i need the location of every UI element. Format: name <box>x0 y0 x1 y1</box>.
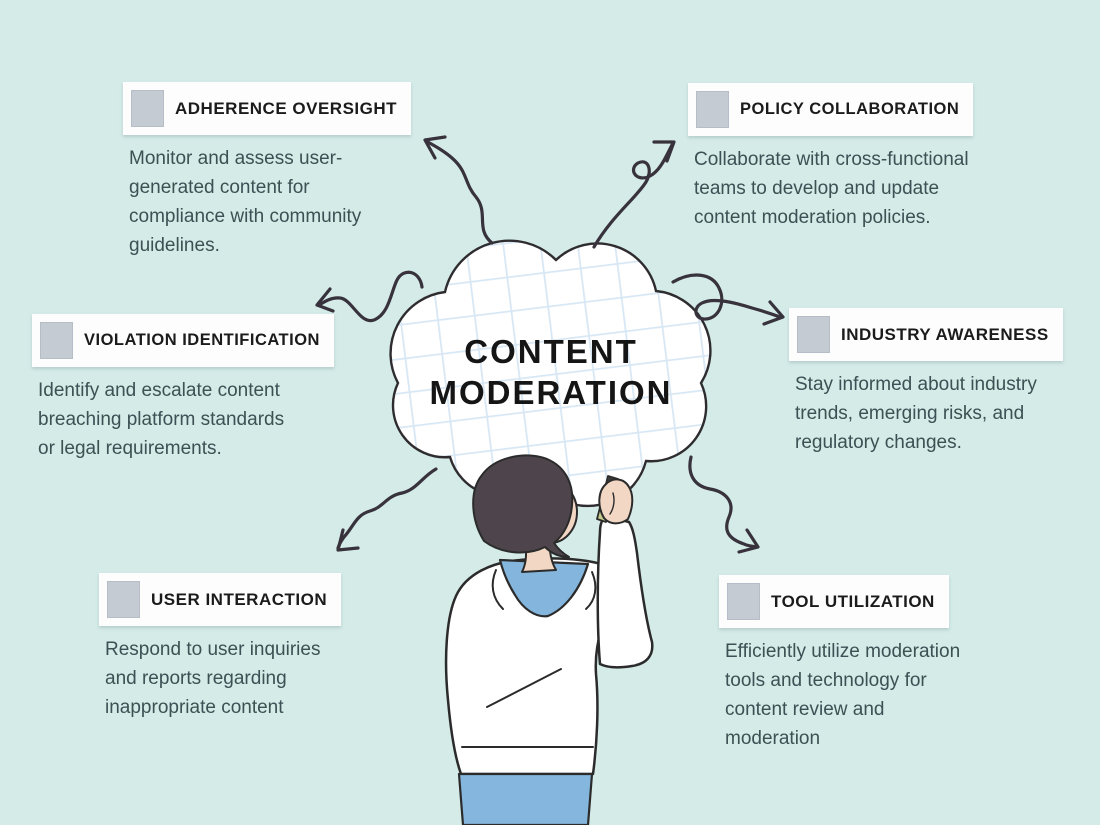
section-industry-awareness: INDUSTRY AWARENESS Stay informed about i… <box>789 308 1063 457</box>
person-illustration <box>444 454 654 825</box>
user-interaction-header: USER INTERACTION <box>99 573 342 626</box>
hoodie-crease <box>486 668 562 708</box>
pants <box>457 772 594 825</box>
section-title: TOOL UTILIZATION <box>771 591 935 611</box>
hair <box>472 454 574 558</box>
section-policy-collaboration: POLICY COLLABORATION Collaborate with cr… <box>688 83 974 232</box>
description-line: Collaborate with cross-functional <box>694 149 969 170</box>
description-line: breaching platform standards <box>38 409 285 430</box>
section-user-interaction: USER INTERACTION Respond to user inquiri… <box>99 573 342 722</box>
placeholder-icon <box>131 90 164 127</box>
policy-collaboration-header: POLICY COLLABORATION <box>688 83 974 136</box>
description-line: guidelines. <box>129 235 220 256</box>
arrow-to-tool-utilization <box>688 455 760 554</box>
description-line: inappropriate content <box>105 697 284 718</box>
placeholder-icon <box>40 322 73 359</box>
description-line: trends, emerging risks, and <box>795 403 1025 424</box>
tool-utilization-header: TOOL UTILIZATION <box>719 575 949 628</box>
violation-identification-header: VIOLATION IDENTIFICATION <box>32 314 334 367</box>
description-line: Identify and escalate content <box>38 380 280 401</box>
section-title: POLICY COLLABORATION <box>740 100 960 118</box>
central-topic-line2: MODERATION <box>429 374 673 411</box>
hand <box>598 478 634 525</box>
arrow-to-industry-awareness <box>671 273 785 326</box>
description-line: teams to develop and update <box>694 178 940 199</box>
tool-utilization-description: Efficiently utilize moderation tools and… <box>725 637 960 753</box>
section-adherence-oversight: ADHERENCE OVERSIGHT Monitor and assess u… <box>123 82 412 260</box>
arrow-to-user-interaction <box>336 467 438 552</box>
hood-fold-left <box>491 569 504 610</box>
hood-lining <box>498 558 590 618</box>
arrow-to-violation-identification <box>315 270 424 323</box>
section-tool-utilization: TOOL UTILIZATION Efficiently utilize mod… <box>719 575 960 753</box>
description-line: Efficiently utilize moderation <box>725 641 961 662</box>
placeholder-icon <box>696 91 729 128</box>
description-line: tools and technology for <box>725 670 927 691</box>
arrow-to-adherence-oversight <box>423 135 494 245</box>
description-line: regulatory changes. <box>795 432 962 453</box>
placeholder-icon <box>797 316 830 353</box>
description-line: or legal requirements. <box>38 438 222 459</box>
section-title: VIOLATION IDENTIFICATION <box>84 331 320 349</box>
description-line: Monitor and assess user- <box>129 148 343 169</box>
section-title: INDUSTRY AWARENESS <box>841 324 1049 344</box>
placeholder-icon <box>727 583 760 620</box>
industry-awareness-description: Stay informed about industry trends, eme… <box>795 370 1063 457</box>
arrow-to-policy-collaboration <box>592 140 676 249</box>
adherence-oversight-header: ADHERENCE OVERSIGHT <box>123 82 412 135</box>
policy-collaboration-description: Collaborate with cross-functional teams … <box>694 145 973 232</box>
central-topic: CONTENT MODERATION <box>398 331 704 413</box>
thumb-line <box>609 492 615 515</box>
adherence-oversight-description: Monitor and assess user- generated conte… <box>129 144 411 260</box>
industry-awareness-header: INDUSTRY AWARENESS <box>789 308 1063 361</box>
placeholder-icon <box>107 581 140 618</box>
description-line: content review and <box>725 699 885 720</box>
description-line: compliance with community <box>129 206 362 227</box>
description-line: generated content for <box>129 177 310 198</box>
violation-identification-description: Identify and escalate content breaching … <box>38 376 334 463</box>
description-line: Respond to user inquiries <box>105 639 321 660</box>
description-line: Stay informed about industry <box>795 374 1037 395</box>
description-line: and reports regarding <box>105 668 287 689</box>
description-line: moderation <box>725 728 821 749</box>
raised-arm-sleeve <box>596 514 654 669</box>
section-violation-identification: VIOLATION IDENTIFICATION Identify and es… <box>32 314 334 463</box>
description-line: content moderation policies. <box>694 207 931 228</box>
section-title: USER INTERACTION <box>151 589 328 609</box>
hood-fold-right <box>585 571 597 610</box>
thought-cloud <box>389 239 712 508</box>
section-title: ADHERENCE OVERSIGHT <box>175 98 398 118</box>
central-topic-line1: CONTENT <box>464 333 638 370</box>
user-interaction-description: Respond to user inquiries and reports re… <box>105 635 341 722</box>
